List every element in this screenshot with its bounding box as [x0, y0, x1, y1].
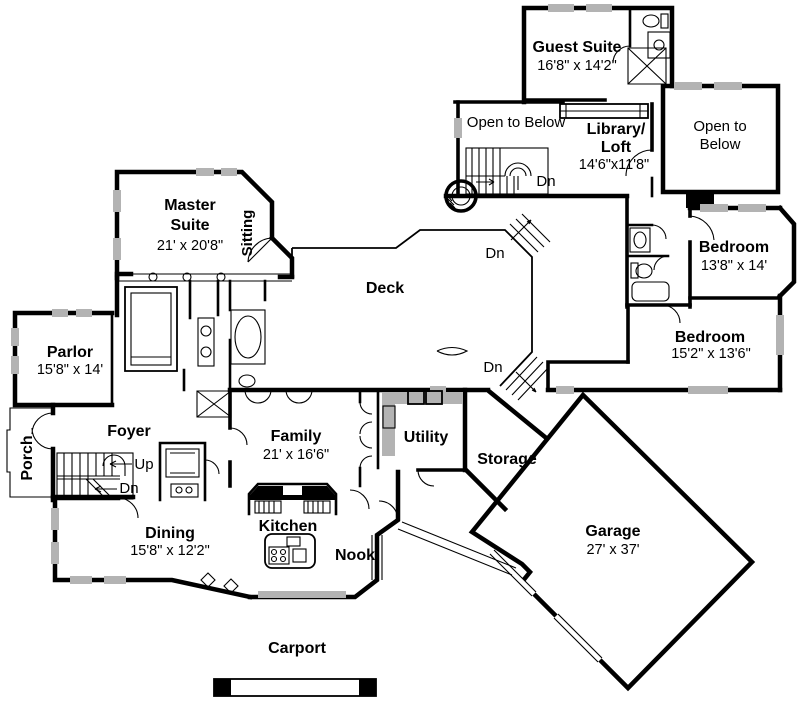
room-dims-library-loft: 14'6"x11'8": [579, 157, 649, 173]
room-label-porch: Porch: [19, 435, 36, 480]
room-label-kitchen: Kitchen: [259, 518, 318, 535]
windows: [11, 4, 784, 598]
shower-icon: [627, 47, 667, 85]
tub-icon: [234, 315, 262, 359]
master-bath-walls: [114, 275, 267, 392]
room-label-family: Family: [271, 428, 322, 445]
foyer-stairs: [56, 452, 134, 500]
shower-icon: [196, 390, 232, 418]
room-label-foyer: Foyer: [107, 423, 151, 440]
sink-icon: [653, 39, 665, 51]
room-dims-family: 21' x 16'6": [263, 447, 329, 463]
dn-label-foyer: Dn: [119, 480, 138, 497]
upper-bath-fixtures: [629, 227, 670, 302]
room-label-nook: Nook: [335, 547, 375, 564]
room-label-bedroom-lower: Bedroom: [675, 329, 745, 346]
room-dims-dining: 15'8" x 12'2": [130, 543, 210, 559]
sink-icon: [633, 231, 647, 249]
carport-bar: [213, 678, 377, 697]
room-label-sitting: Sitting: [239, 210, 256, 257]
room-dims-bedroom-lower: 15'2" x 13'6": [671, 346, 751, 362]
parlor-porch-walls: [6, 310, 207, 503]
room-label-open-below-right-1: Open to: [693, 118, 746, 135]
deck-se-stairs: [505, 356, 550, 401]
room-label-master-2: Suite: [170, 217, 209, 234]
dn-label-upper-stairs: Dn: [536, 173, 555, 190]
upper-stairs: [465, 147, 549, 195]
guest-bath-fixtures: [627, 13, 671, 85]
kitchen-island: [264, 533, 316, 569]
room-label-garage: Garage: [585, 523, 640, 540]
utility-fixtures: [382, 390, 463, 456]
room-label-library: Library/: [587, 121, 646, 138]
deck-outline: [291, 213, 551, 401]
toilet-icon: [642, 14, 660, 28]
room-label-carport: Carport: [268, 640, 326, 657]
toilet-icon: [238, 374, 256, 388]
dn-label-deck-se: Dn: [483, 359, 502, 376]
kitchen-fixtures: [247, 482, 338, 569]
garage-walls: [397, 388, 756, 692]
deck-ne-stairs: [509, 213, 551, 253]
dn-label-deck-ne: Dn: [485, 245, 504, 262]
toilet-icon: [635, 263, 653, 279]
room-dims-parlor: 15'8" x 14': [37, 362, 104, 378]
room-label-parlor: Parlor: [47, 344, 93, 361]
room-dims-master: 21' x 20'8": [157, 238, 223, 254]
room-label-storage: Storage: [477, 451, 537, 468]
room-label-deck: Deck: [366, 280, 404, 297]
room-label-master-1: Master: [164, 197, 216, 214]
room-dims-bedroom-upper: 13'8" x 14': [701, 258, 768, 274]
room-label-utility: Utility: [404, 429, 449, 446]
room-dims-guest-suite: 16'8" x 14'2": [537, 58, 617, 74]
labels: Guest Suite 16'8" x 14'2" Open to Below …: [19, 39, 769, 657]
up-label-foyer: Up: [134, 456, 153, 473]
room-label-dining: Dining: [145, 525, 195, 542]
room-dims-garage: 27' x 37': [586, 542, 639, 558]
master-bath-fixtures: [124, 286, 266, 418]
room-label-open-below-left: Open to Below: [467, 114, 566, 131]
tub-icon: [631, 281, 670, 302]
room-label-loft: Loft: [601, 139, 632, 156]
room-label-bedroom-upper: Bedroom: [699, 239, 769, 256]
room-label-guest-suite: Guest Suite: [533, 39, 622, 56]
doors: [31, 45, 715, 521]
room-label-open-below-right-2: Below: [700, 136, 741, 153]
turret: [444, 179, 478, 213]
